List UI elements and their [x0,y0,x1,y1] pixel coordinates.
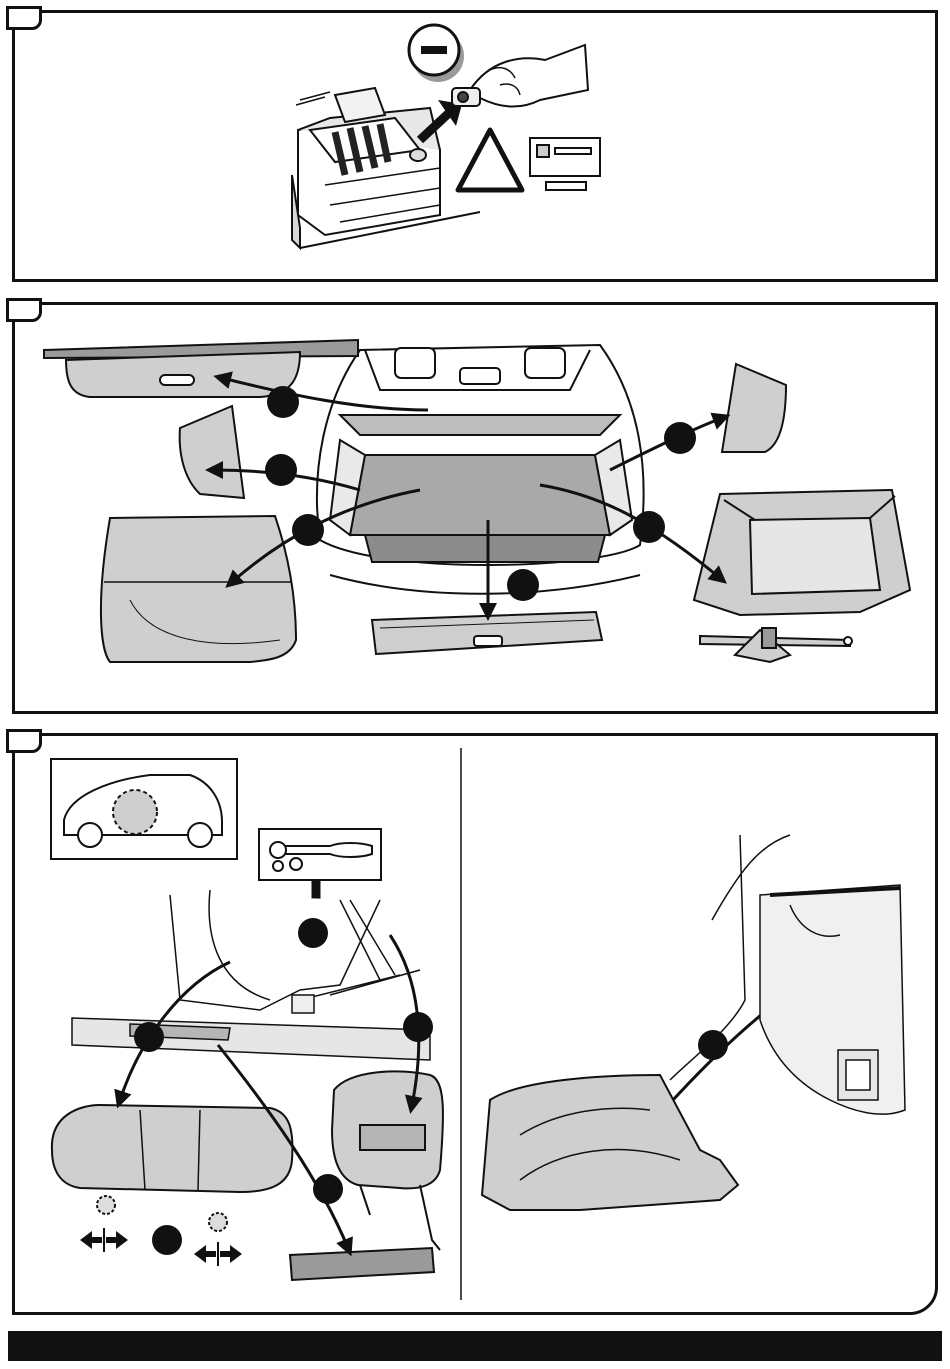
right-side-panel-part [722,364,786,452]
cargo-cover-part [44,340,358,397]
rear-sill-trim-part [372,612,602,654]
scuff-plate-part [290,1248,434,1280]
trunk-opening-illustration [317,345,644,594]
step-marker-seat [152,1225,182,1255]
rear-seat-area-illustration [72,890,430,1060]
jack-part [700,628,852,662]
luggage-side-trim-part [482,1075,738,1210]
storage-tray-part [694,490,910,615]
vehicle-location-thumbnail [51,759,237,859]
rear-quarter-body-illustration [670,835,905,1114]
negative-terminal-sign: − [0,0,9,4]
left-side-panel-part [180,406,244,498]
hand-with-terminal-clamp [452,45,588,107]
radio-code-display-icon [530,138,600,190]
rear-seat-cushion-part [52,1105,293,1231]
cargo-floor-board-part [101,516,296,662]
warning-triangle-icon [458,130,522,190]
ratchet-and-sockets-tool [259,829,381,880]
negative-terminal-badge [409,25,464,82]
rear-seat-back-part [332,1071,443,1250]
